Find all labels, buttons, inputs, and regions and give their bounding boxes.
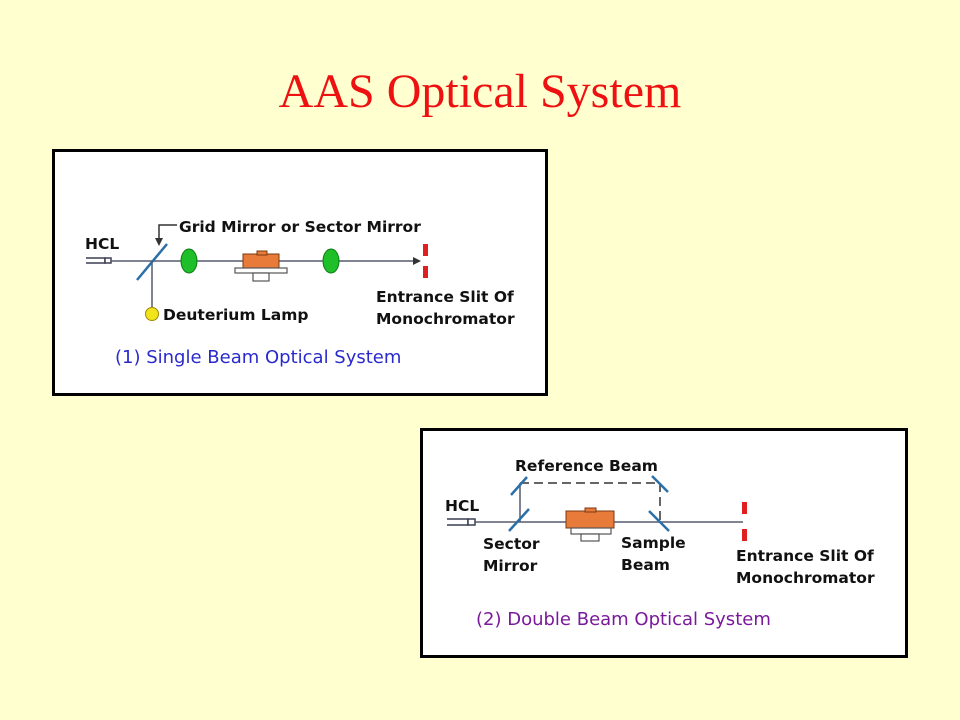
mirror-pointer-arrow [155, 238, 163, 246]
combining-mirror [648, 510, 670, 532]
deuterium-label: Deuterium Lamp [163, 306, 308, 324]
double-beam-svg: Reference Beam HCL Sector [445, 457, 875, 630]
double-beam-caption: (2) Double Beam Optical System [476, 609, 771, 630]
burner [234, 250, 288, 282]
hcl-label: HCL [445, 497, 479, 515]
entrance-slit [742, 502, 747, 541]
double-beam-diagram: Reference Beam HCL Sector [420, 428, 908, 658]
slit-label-line1: Entrance Slit Of [376, 288, 514, 306]
slide-title: AAS Optical System [278, 65, 682, 118]
single-beam-svg: HCL Grid Mirror or Sector Mirror Deuteri… [85, 218, 515, 368]
hcl-label: HCL [85, 235, 119, 253]
beam-arrow [413, 257, 421, 265]
grid-mirror-label: Grid Mirror or Sector Mirror [179, 218, 421, 236]
hcl-lamp [86, 257, 112, 264]
sector-label-line1: Sector [483, 535, 540, 553]
mirror-pointer-line [158, 224, 177, 242]
deuterium-lamp [145, 307, 159, 321]
hcl-lamp [447, 518, 476, 526]
lens-right [322, 248, 340, 274]
slit-label-line2: Monochromator [736, 569, 875, 587]
sample-label-line1: Sample [621, 534, 686, 552]
sector-label-line2: Mirror [483, 557, 538, 575]
burner [565, 507, 615, 542]
single-beam-caption: (1) Single Beam Optical System [115, 347, 401, 368]
slit-label-line1: Entrance Slit Of [736, 547, 874, 565]
slit-label-line2: Monochromator [376, 310, 515, 328]
combining-mirror-top [651, 475, 669, 493]
reference-mirror [510, 476, 528, 496]
single-beam-diagram: HCL Grid Mirror or Sector Mirror Deuteri… [52, 149, 548, 396]
entrance-slit [423, 244, 428, 278]
sample-label-line2: Beam [621, 556, 670, 574]
sector-mirror [508, 508, 530, 532]
reference-beam-label: Reference Beam [515, 457, 658, 475]
lens-left [180, 248, 198, 274]
